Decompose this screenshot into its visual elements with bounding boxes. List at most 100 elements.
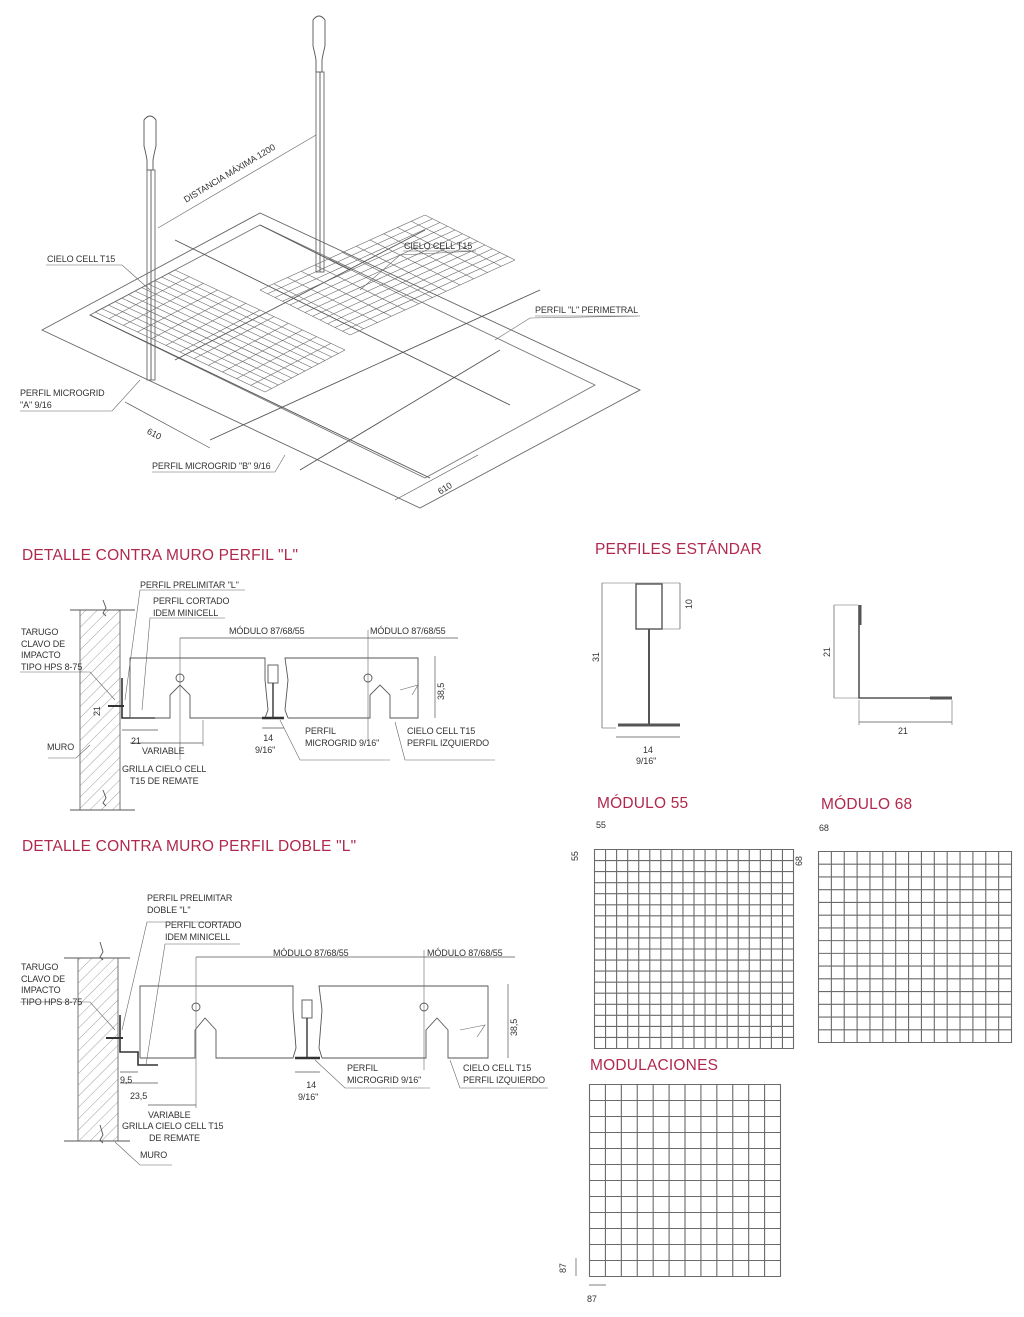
detalle-l-dim-21-h: 21 <box>131 736 141 746</box>
modulo-68-dim-h: 68 <box>819 823 829 833</box>
detalle-l-tarugo-2: CLAVO DE <box>21 638 66 649</box>
detalle-l-variable: VARIABLE <box>142 746 185 756</box>
detalle-l-tarugo-4: TIPO HPS 8-75 <box>21 661 83 672</box>
modulaciones-dim-h: 87 <box>587 1294 597 1304</box>
detalle-l-title: DETALLE CONTRA MURO PERFIL "L" <box>22 547 299 564</box>
detalle-l-grilla: GRILLA CIELO CELL T15 DE REMATE <box>122 764 206 787</box>
isometric-ceiling-drawing <box>20 15 642 509</box>
cielo-cell-left-label: CIELO CELL T15 <box>47 254 116 264</box>
perfil-microgrid-a-label: PERFIL MICROGRID "A" 9/16 <box>20 388 105 411</box>
detalle-doble-l-modulo-1: MÓDULO 87/68/55 <box>273 948 349 958</box>
detalle-l-perfil-cortado-2: IDEM MINICELL <box>153 607 219 618</box>
modulo-55-title: MÓDULO 55 <box>597 795 689 812</box>
cell-line <box>168 273 339 354</box>
detalle-l-perfil-cortado-1: PERFIL CORTADO <box>153 596 230 606</box>
modulo-68-title: MÓDULO 68 <box>821 796 913 813</box>
detalle-l-dim-916-val: 9/16" <box>255 744 276 755</box>
detalle-doble-l-perfil-micro-1: PERFIL <box>347 1063 378 1073</box>
detalle-doble-l-cielo-1: CIELO CELL T15 <box>463 1063 532 1073</box>
modulo-55-dim-v: 55 <box>570 851 580 861</box>
detalle-l-dim-385: 38,5 <box>436 682 446 700</box>
detalle-doble-l-cielo-cell: CIELO CELL T15 PERFIL IZQUIERDO <box>463 1063 545 1086</box>
detalle-doble-l-cielo-2: PERFIL IZQUIERDO <box>463 1074 546 1085</box>
hanger-left <box>143 115 157 381</box>
detalle-doble-l-grilla: GRILLA CIELO CELL T15 DE REMATE <box>122 1121 224 1144</box>
detalle-doble-l-dim-95: 9,5 <box>120 1075 133 1085</box>
detalle-doble-l-drawing <box>20 921 548 1166</box>
detalle-doble-l-modulo-2: MÓDULO 87/68/55 <box>427 948 503 958</box>
detalle-l-cielo-cell: CIELO CELL T15 PERFIL IZQUIERDO <box>407 726 489 749</box>
l-profile-shape <box>858 605 952 700</box>
detalle-l-perfil-micro-2: MICROGRID 9/16" <box>305 737 380 748</box>
detalle-doble-l-tarugo-2: CLAVO DE <box>21 973 66 984</box>
perfil-microgrid-a-line2: "A" 9/16 <box>20 399 52 410</box>
modulo-55-dim-h: 55 <box>596 820 606 830</box>
detalle-l-perfil-micro-1: PERFIL <box>305 726 336 736</box>
detalle-l-perfil-cortado: PERFIL CORTADO IDEM MINICELL <box>153 596 230 619</box>
l-dim-21-v: 21 <box>822 647 832 657</box>
detalle-l-grilla-2: T15 DE REMATE <box>130 775 199 786</box>
t-dim-31: 31 <box>591 652 601 662</box>
detalle-doble-l-tarugo-3: IMPACTO <box>21 985 61 995</box>
t-dim-10: 10 <box>684 599 694 609</box>
cell-line <box>424 214 516 261</box>
modulaciones-grid <box>588 1083 782 1278</box>
perfiles-drawing <box>601 582 953 738</box>
modulaciones-title: MODULACIONES <box>590 1057 719 1074</box>
detalle-doble-l-perfil-microgrid: PERFIL MICROGRID 9/16" <box>347 1063 421 1086</box>
cell-line <box>349 259 516 336</box>
detalle-doble-l-title: DETALLE CONTRA MURO PERFIL DOBLE "L" <box>22 838 357 855</box>
detalle-l-tarugo: TARUGO CLAVO DE IMPACTO TIPO HPS 8-75 <box>21 627 82 673</box>
detalle-doble-l-tarugo-1: TARUGO <box>21 962 59 972</box>
detalle-doble-l-tarugo: TARUGO CLAVO DE IMPACTO TIPO HPS 8-75 <box>21 962 82 1008</box>
cielo-cell-panel-left <box>94 269 346 393</box>
cell-line <box>264 349 346 393</box>
detalle-doble-l-dim-14-val: 14 <box>306 1080 317 1090</box>
detalle-doble-l-perfil-prelimitar: PERFIL PRELIMITAR DOBLE "L" <box>147 893 232 916</box>
detalle-l-tarugo-3: IMPACTO <box>21 650 61 660</box>
t-dim-916: 9/16" <box>636 756 657 766</box>
detalle-l-modulo-1: MÓDULO 87/68/55 <box>229 626 305 636</box>
detalle-l-cielo-2: PERFIL IZQUIERDO <box>407 737 490 748</box>
detalle-doble-l-muro: MURO <box>140 1150 168 1160</box>
cell-line <box>334 252 501 328</box>
l-dim-21-h: 21 <box>898 726 908 736</box>
perfil-l-perimetral-label: PERFIL "L" PERIMETRAL <box>535 305 638 315</box>
detalle-l-drawing <box>20 589 495 811</box>
detalle-l-perfil-prelimitar: PERFIL PRELIMITAR "L" <box>140 580 239 590</box>
detalle-l-dim-14-val: 14 <box>263 733 274 743</box>
perfil-microgrid-a-line1: PERFIL MICROGRID <box>20 388 105 398</box>
t-profile-shape <box>618 583 680 727</box>
modulo-55-grid <box>593 848 795 1050</box>
detalle-doble-l-tarugo-4: TIPO HPS 8-75 <box>21 996 83 1007</box>
cell-line <box>342 255 508 332</box>
detalle-l-grilla-1: GRILLA CIELO CELL <box>122 764 207 774</box>
detalle-doble-l-variable: VARIABLE <box>148 1110 191 1120</box>
cell-line <box>236 336 317 379</box>
detalle-doble-l-grilla-1: GRILLA CIELO CELL T15 <box>122 1121 224 1131</box>
detalle-doble-l-dim-14: 14 9/16" <box>298 1080 318 1103</box>
detalle-l-dim-21-v: 21 <box>92 706 102 716</box>
hanger-right <box>312 15 326 273</box>
detalle-doble-l-dim-235: 23,5 <box>130 1091 148 1101</box>
detalle-doble-l-grilla-2: DE REMATE <box>149 1132 200 1143</box>
detalle-doble-l-perfil-cortado-1: PERFIL CORTADO <box>165 920 242 930</box>
cielo-cell-right-label: CIELO CELL T15 <box>404 241 473 251</box>
detalle-doble-l-dim-916-val: 9/16" <box>298 1091 319 1102</box>
cell-line <box>250 343 331 386</box>
modulaciones-dim-v: 87 <box>558 1263 568 1273</box>
perfiles-estandar-title: PERFILES ESTÁNDAR <box>595 541 763 558</box>
detalle-doble-l-perfil-prelimitar-1: PERFIL PRELIMITAR <box>147 893 233 903</box>
modulo-68-grid <box>817 850 1013 1044</box>
detalle-l-tarugo-1: TARUGO <box>21 627 59 637</box>
modulo-68-dim-v: 68 <box>794 856 804 866</box>
detalle-l-perfil-microgrid: PERFIL MICROGRID 9/16" <box>305 726 379 749</box>
cell-line <box>174 269 346 351</box>
detalle-doble-l-perfil-micro-2: MICROGRID 9/16" <box>347 1074 422 1085</box>
modulaciones-dims <box>575 1258 606 1286</box>
cielo-cell-panel-right <box>259 214 516 336</box>
detalle-l-modulo-2: MÓDULO 87/68/55 <box>370 626 446 636</box>
detalle-l-muro: MURO <box>47 742 75 752</box>
cell-line <box>411 220 502 267</box>
detalle-doble-l-perfil-cortado: PERFIL CORTADO IDEM MINICELL <box>165 920 242 943</box>
